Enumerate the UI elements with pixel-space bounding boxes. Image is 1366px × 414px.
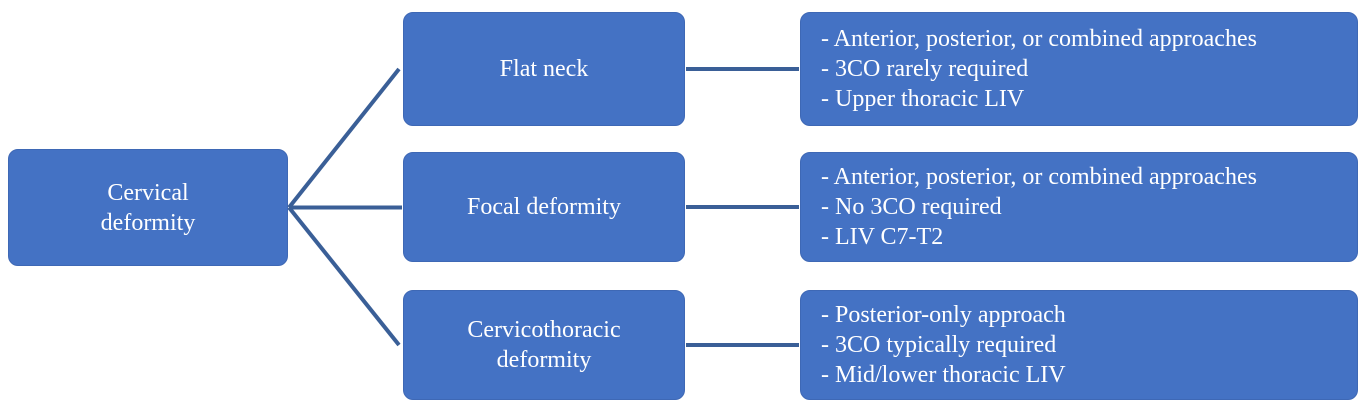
connector-root-to-flat-neck (287, 67, 401, 209)
details-cervicothoracic-deformity-list: - Posterior-only approach - 3CO typicall… (821, 300, 1066, 390)
detail-line: - Anterior, posterior, or combined appro… (821, 26, 1257, 52)
node-focal-deformity-label: Focal deformity (467, 194, 621, 220)
detail-line: - 3CO typically required (821, 332, 1057, 358)
detail-line: - Anterior, posterior, or combined appro… (821, 164, 1257, 190)
node-cervicothoracic-deformity: Cervicothoracic deformity (403, 290, 685, 400)
detail-line: - LIV C7-T2 (821, 224, 944, 250)
details-focal-deformity-list: - Anterior, posterior, or combined appro… (821, 162, 1257, 252)
details-flat-neck: - Anterior, posterior, or combined appro… (800, 12, 1358, 126)
node-flat-neck: Flat neck (403, 12, 685, 126)
detail-line: - No 3CO required (821, 194, 1002, 220)
node-flat-neck-label: Flat neck (499, 56, 589, 82)
node-focal-deformity: Focal deformity (403, 152, 685, 262)
details-flat-neck-list: - Anterior, posterior, or combined appro… (821, 24, 1257, 114)
connector-root-to-cervicothoracic (287, 206, 401, 347)
node-cervicothoracic-deformity-label: Cervicothoracic deformity (467, 317, 621, 373)
detail-line: - 3CO rarely required (821, 56, 1029, 82)
node-cervical-deformity: Cervical deformity (8, 149, 288, 266)
node-cervical-deformity-label: Cervical deformity (100, 179, 196, 236)
detail-line: - Upper thoracic LIV (821, 86, 1025, 112)
details-focal-deformity: - Anterior, posterior, or combined appro… (800, 152, 1358, 262)
details-cervicothoracic-deformity: - Posterior-only approach - 3CO typicall… (800, 290, 1358, 400)
detail-line: - Mid/lower thoracic LIV (821, 362, 1066, 388)
detail-line: - Posterior-only approach (821, 302, 1066, 328)
